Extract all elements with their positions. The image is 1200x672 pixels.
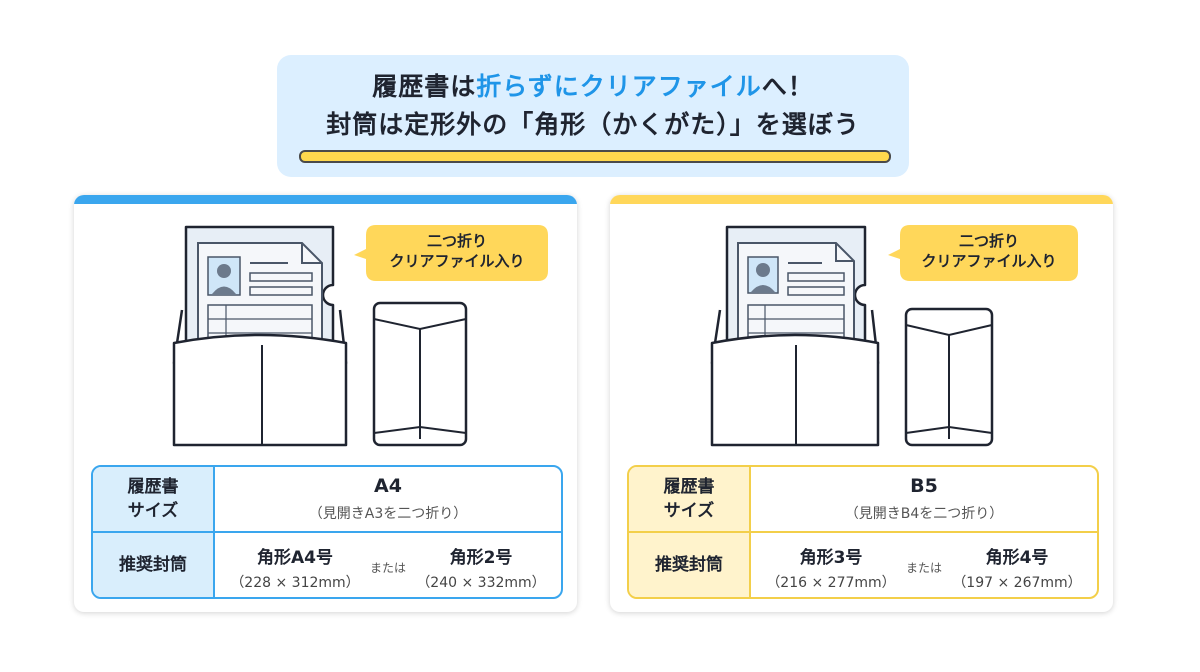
bubble-line-1: 二つ折り	[958, 232, 1019, 250]
resume-size-note: （見開きA3を二つ折り）	[308, 506, 468, 522]
headline-text: 履歴書は	[372, 72, 477, 101]
envelope-illustration	[710, 225, 1078, 447]
resume-size-note: （見開きB4を二つ折り）	[844, 506, 1004, 522]
envelope-name: 角形A4号	[257, 548, 333, 568]
resume-size-header: 履歴書サイズ	[93, 467, 213, 531]
headline-banner: 履歴書は折らずにクリアファイルへ！ 封筒は定形外の「角形（かくがた）」を選ぼう	[277, 55, 909, 177]
speech-bubble-icon	[888, 225, 1078, 281]
headline-line-1: 履歴書は折らずにクリアファイルへ！	[277, 67, 909, 103]
envelope-dims: （228 × 312mm）	[230, 575, 360, 591]
table-divider-horizontal	[629, 531, 1097, 533]
headline-line-2: 封筒は定形外の「角形（かくがた）」を選ぼう	[326, 110, 860, 139]
speech-bubble-text: 二つ折り クリアファイル入り	[900, 231, 1078, 271]
speech-bubble-text: 二つ折り クリアファイル入り	[366, 231, 548, 271]
or-label: または	[369, 561, 406, 575]
envelope-option-2: 角形2号 （240 × 332mm）	[411, 543, 551, 592]
spec-table: 履歴書サイズ 推奨封筒 A4 （見開きA3を二つ折り） 角形A4号 （228 ×…	[91, 465, 563, 599]
envelope-option-2: 角形4号 （197 × 267mm）	[947, 543, 1087, 592]
envelope-closed-icon	[372, 301, 468, 447]
envelope-header: 推奨封筒	[629, 533, 749, 597]
envelope-header: 推奨封筒	[93, 533, 213, 597]
bubble-line-1: 二つ折り	[426, 232, 487, 250]
header-line-2: サイズ	[663, 501, 715, 521]
resume-size-header: 履歴書サイズ	[629, 467, 749, 531]
spec-table: 履歴書サイズ 推奨封筒 B5 （見開きB4を二つ折り） 角形3号 （216 × …	[627, 465, 1099, 599]
card-accent-bar	[610, 195, 1113, 204]
envelope-name: 角形2号	[449, 548, 513, 568]
header-line-1: 履歴書	[127, 477, 179, 497]
headline-highlight: 折らずにクリアファイル	[476, 72, 762, 101]
envelope-dims: （197 × 267mm）	[952, 575, 1082, 591]
card-a4: 二つ折り クリアファイル入り 履歴書サイズ 推奨封筒 A4 （見開きA3を二つ折…	[74, 195, 577, 612]
envelope-option-1: 角形A4号 （228 × 312mm）	[225, 543, 365, 592]
resume-icon	[197, 242, 323, 366]
card-accent-bar	[74, 195, 577, 204]
envelope-illustration	[172, 225, 548, 447]
bubble-line-2: クリアファイル入り	[921, 252, 1057, 270]
headline-text-end: へ！	[761, 72, 814, 101]
bubble-line-2: クリアファイル入り	[389, 252, 525, 270]
envelope-name: 角形4号	[985, 548, 1049, 568]
speech-bubble-icon	[354, 225, 548, 281]
resume-size-value: B5	[910, 475, 938, 497]
envelope-name: 角形3号	[799, 548, 863, 568]
envelope-dims: （240 × 332mm）	[416, 575, 546, 591]
table-divider-horizontal	[93, 531, 561, 533]
resume-size-value: A4	[374, 475, 402, 497]
highlight-bar	[299, 150, 891, 163]
envelope-dims: （216 × 277mm）	[766, 575, 896, 591]
header-line-1: 履歴書	[663, 477, 715, 497]
envelope-option-1: 角形3号 （216 × 277mm）	[761, 543, 901, 592]
envelope-closed-icon	[904, 307, 994, 447]
resume-icon	[737, 242, 855, 366]
header-line-2: サイズ	[127, 501, 179, 521]
or-label: または	[905, 561, 942, 575]
card-b5: 二つ折り クリアファイル入り 履歴書サイズ 推奨封筒 B5 （見開きB4を二つ折…	[610, 195, 1113, 612]
